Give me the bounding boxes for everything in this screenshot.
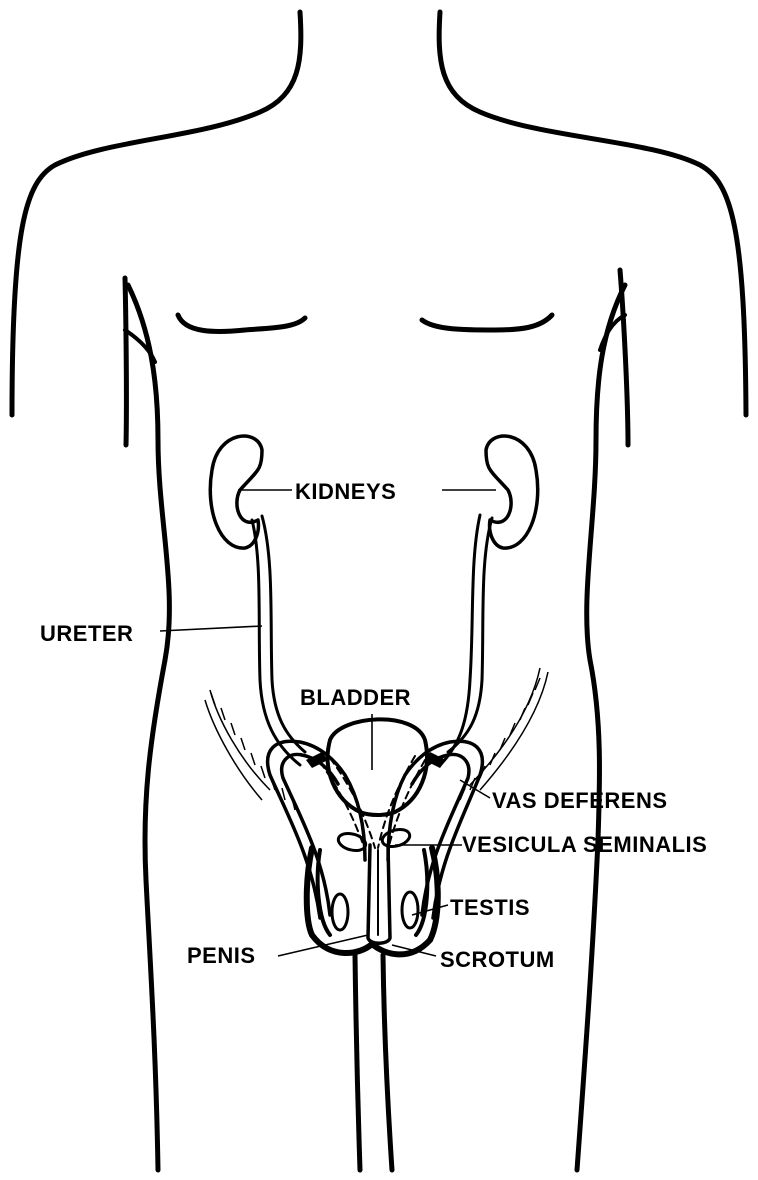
right-kidney: [486, 436, 538, 548]
label-scrotum: SCROTUM: [440, 947, 555, 972]
vas-deferens: [268, 741, 483, 918]
label-ureter: URETER: [40, 621, 133, 646]
label-kidneys: KIDNEYS: [295, 479, 396, 504]
right-seminal-vesicle: [380, 827, 411, 850]
left-testis: [332, 894, 348, 930]
label-vesicula-seminalis: VESICULA SEMINALIS: [462, 832, 707, 857]
right-testis: [402, 892, 418, 928]
left-ureter: [252, 520, 300, 765]
label-penis: PENIS: [187, 943, 256, 968]
right-ureter: [440, 515, 480, 765]
label-bladder: BLADDER: [300, 685, 411, 710]
left-ureter-inner: [262, 516, 305, 752]
label-testis: TESTIS: [450, 895, 530, 920]
body-outline: [12, 12, 746, 1170]
right-ureter-inner: [448, 518, 492, 752]
label-vas-deferens: VAS DEFERENS: [492, 788, 668, 813]
leader-lines: [160, 490, 496, 956]
